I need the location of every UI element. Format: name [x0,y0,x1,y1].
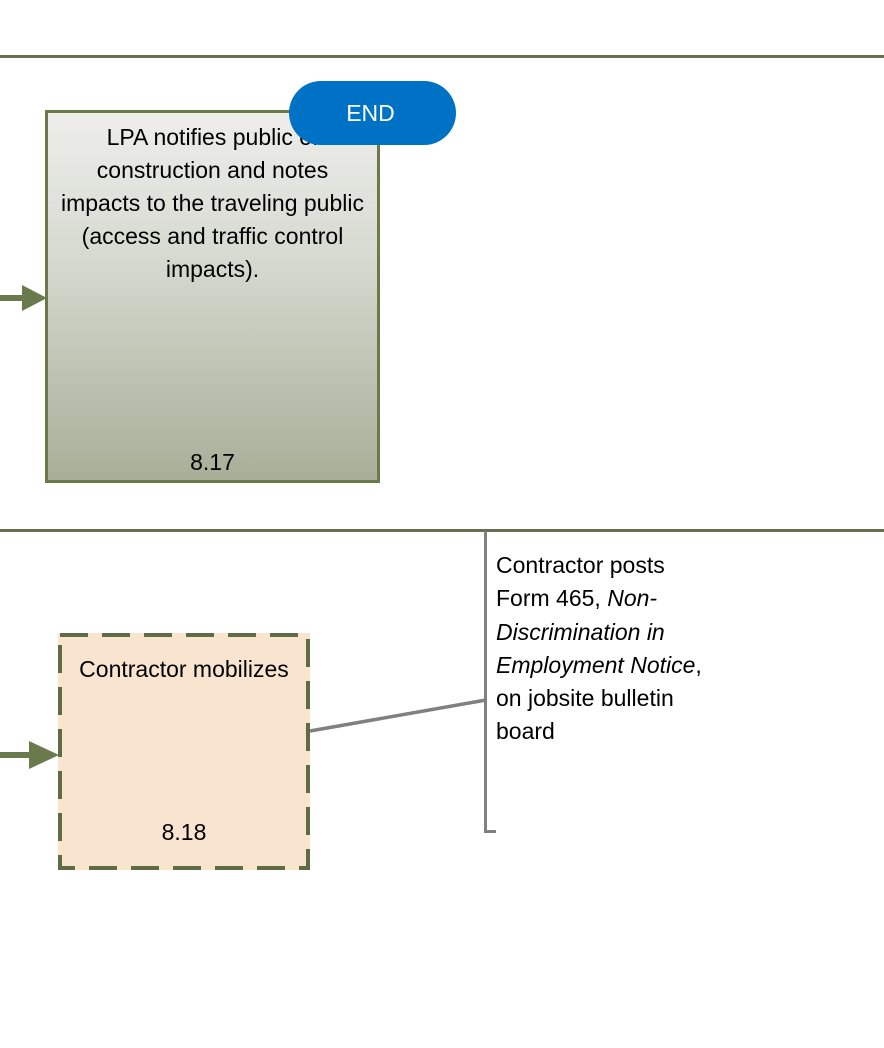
process-step-8-17: LPA notifies public of construction and … [45,110,380,483]
step-8-17-number: 8.17 [190,449,235,475]
process-step-8-18: Contractor mobilizes 8.18 [58,633,310,870]
annotation-suffix: , on jobsite bulletin board [496,651,702,745]
swimlane-divider-middle [0,529,884,532]
annotation-connector-line [309,698,487,733]
end-terminator: END [289,81,456,145]
annotation-form-title: Non-Discrimination in Employment Notice [496,585,696,678]
annotation-bracket [484,531,496,833]
annotation-note: Contractor posts Form 465, Non-Discrimin… [496,549,706,749]
flow-arrow-into-8-17 [0,285,47,311]
swimlane-divider-top [0,55,884,58]
step-8-17-description: LPA notifies public of construction and … [61,124,364,282]
step-8-18-number: 8.18 [161,819,207,845]
annotation-prefix: Contractor posts Form 465, [496,552,665,612]
step-8-18-description: Contractor mobilizes [79,656,289,682]
flow-arrow-into-8-18 [0,741,59,769]
